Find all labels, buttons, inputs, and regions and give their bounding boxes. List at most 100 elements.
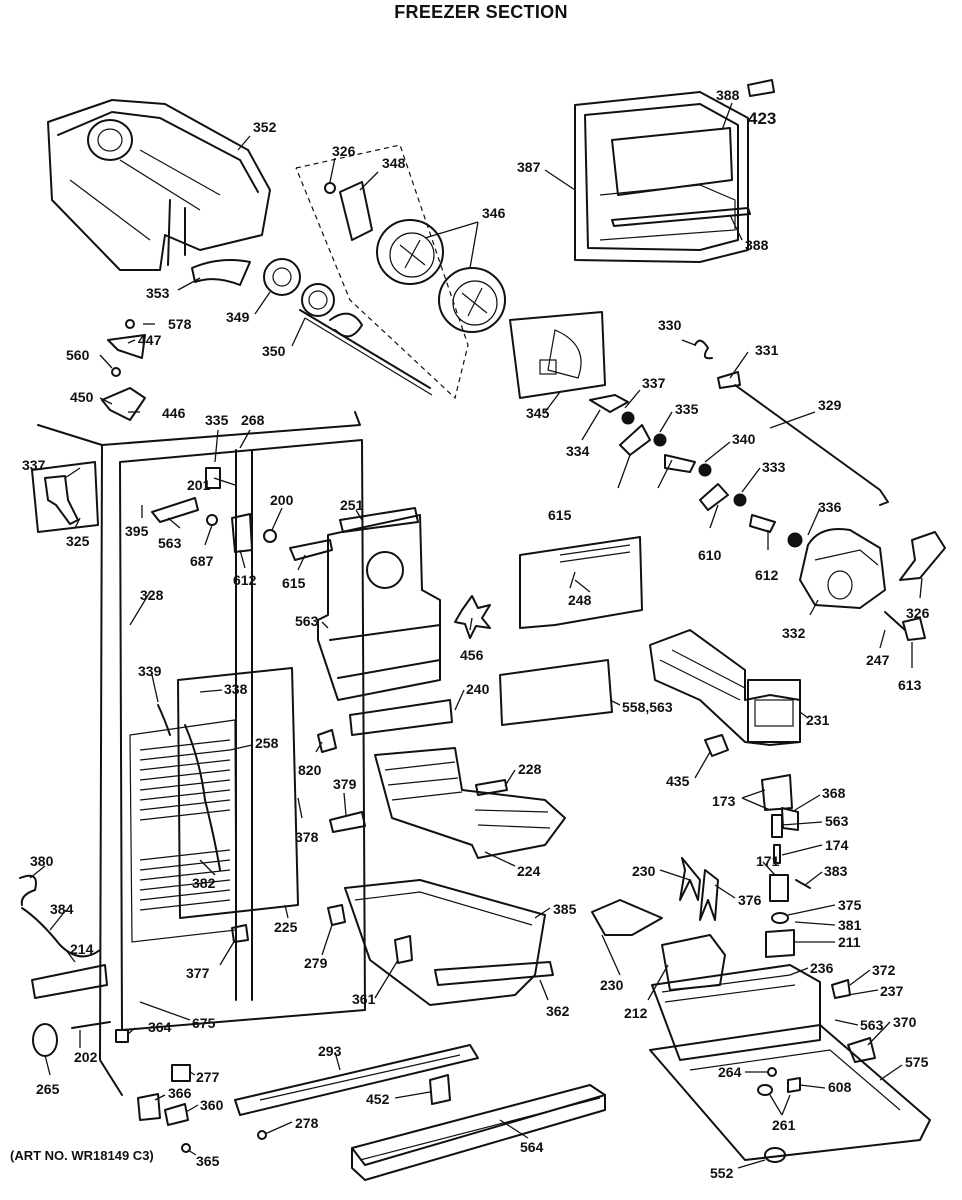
part-label: 383	[824, 863, 848, 879]
part-label: 236	[810, 960, 834, 976]
part-label: 376	[738, 892, 762, 908]
art-number: (ART NO. WR18149 C3)	[10, 1148, 154, 1163]
part-label: 615	[282, 575, 306, 591]
part-label: 248	[568, 592, 592, 608]
part-label: 456	[460, 647, 484, 663]
part-label: 368	[822, 785, 846, 801]
part-label: 335	[675, 401, 699, 417]
part-label: 435	[666, 773, 690, 789]
part-label: 381	[838, 917, 862, 933]
part-label: 333	[762, 459, 786, 475]
part-label: 613	[898, 677, 922, 693]
part-label: 261	[772, 1117, 796, 1133]
dispenser-door-frame-part	[574, 91, 751, 263]
part-label: 370	[893, 1014, 917, 1030]
ice-pan-part	[344, 879, 546, 1006]
part-label: 388	[716, 87, 740, 103]
part-label: 202	[74, 1049, 98, 1065]
part-labels: 352 326 348 346 387 388 423 388 353 349 …	[22, 87, 930, 1181]
part-label: 687	[190, 553, 214, 569]
part-label: 564	[520, 1139, 544, 1155]
ice-bucket-part	[47, 99, 271, 271]
part-label: 230	[600, 977, 624, 993]
part-label: 328	[140, 587, 164, 603]
part-label: 214	[70, 941, 94, 957]
part-label: 353	[146, 285, 170, 301]
part-label: 362	[546, 1003, 570, 1019]
machine-compartment-base-part	[649, 964, 931, 1161]
part-label: 382	[192, 875, 216, 891]
part-label: 171	[756, 853, 780, 869]
part-label: 345	[526, 405, 550, 421]
part-label: 560	[66, 347, 90, 363]
part-label: 212	[624, 1005, 648, 1021]
part-label: 326	[332, 143, 356, 159]
part-label: 450	[70, 389, 94, 405]
part-label: 366	[168, 1085, 192, 1101]
part-label: 380	[30, 853, 54, 869]
part-label: 423	[748, 109, 776, 128]
part-label: 211	[838, 934, 861, 950]
part-label: 224	[517, 863, 541, 879]
evaporator-fan-shroud-part	[317, 514, 453, 736]
part-label: 615	[548, 507, 572, 523]
part-label: 335	[205, 412, 229, 428]
part-label: 360	[200, 1097, 224, 1113]
part-label: 578	[168, 316, 192, 332]
part-label: 352	[253, 119, 277, 135]
part-label: 378	[295, 829, 319, 845]
part-label: 174	[825, 837, 849, 853]
part-label: 387	[517, 159, 541, 175]
part-label: 349	[226, 309, 250, 325]
part-label: 293	[318, 1043, 342, 1059]
part-label: 268	[241, 412, 265, 428]
part-label: 277	[196, 1069, 220, 1085]
part-label: 388	[745, 237, 769, 253]
part-label: 200	[270, 492, 294, 508]
wire-basket-part	[374, 747, 566, 859]
part-label: 201	[187, 477, 211, 493]
part-label: 612	[233, 572, 257, 588]
part-label: 820	[298, 762, 322, 778]
part-label: 610	[698, 547, 722, 563]
kickplate-part	[351, 1084, 606, 1181]
part-label: 379	[333, 776, 357, 792]
part-label: 608	[828, 1079, 852, 1095]
icemaker-part	[649, 629, 801, 746]
part-label: 452	[366, 1091, 390, 1107]
part-label: 325	[66, 533, 90, 549]
part-label: 279	[304, 955, 328, 971]
part-label: 231	[806, 712, 830, 728]
part-label: 372	[872, 962, 896, 978]
part-label: 350	[262, 343, 286, 359]
part-label: 326	[906, 605, 930, 621]
evaporator-coil-part	[139, 739, 231, 911]
part-label: 558,563	[622, 699, 673, 715]
part-label: 237	[880, 983, 904, 999]
part-label: 264	[718, 1064, 742, 1080]
part-label: 447	[138, 332, 162, 348]
part-label: 334	[566, 443, 590, 459]
part-label: 230	[632, 863, 656, 879]
part-label: 612	[755, 567, 779, 583]
part-label: 375	[838, 897, 862, 913]
part-label: 331	[755, 342, 779, 358]
part-label: 338	[224, 681, 248, 697]
part-label: 330	[658, 317, 682, 333]
part-label: 337	[642, 375, 666, 391]
part-label: 251	[340, 497, 364, 513]
part-label: 365	[196, 1153, 220, 1169]
part-label: 337	[22, 457, 46, 473]
part-label: 332	[782, 625, 806, 641]
part-label: 364	[148, 1019, 172, 1035]
part-label: 395	[125, 523, 149, 539]
leader-lines	[29, 102, 923, 1169]
part-label: 446	[162, 405, 186, 421]
part-label: 563	[158, 535, 182, 551]
diagram-title: FREEZER SECTION	[394, 2, 568, 22]
part-label: 247	[866, 652, 890, 668]
part-label: 384	[50, 901, 74, 917]
part-label: 563	[860, 1017, 884, 1033]
part-label: 377	[186, 965, 210, 981]
